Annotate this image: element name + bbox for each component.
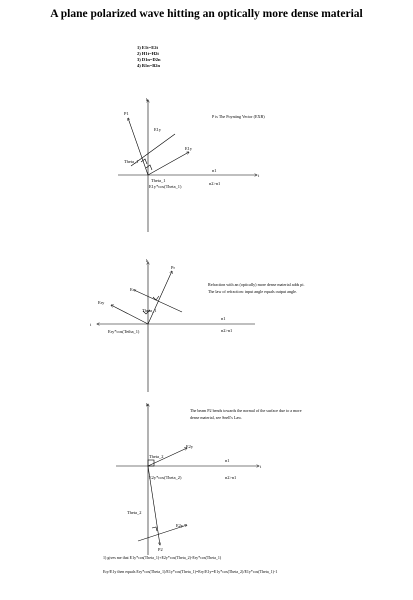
d2-ery-left-vector [111,305,149,325]
d2-right-angle-marker-2 [142,309,151,315]
d1-poynting-note: P is The Poynting Vector (EXB) [212,114,265,119]
d1-p1-ray [128,118,149,176]
d3-n1-label: n1 [225,458,229,463]
d3-right-angle-marker-2 [151,526,158,532]
boundary-condition-1: 1) E1t=E2t [137,45,158,50]
d3-axis-z-label: k [146,402,149,407]
d2-pr-ray [147,271,172,325]
d1-projection-label: E1y*cos(Theta_1) [149,184,182,189]
d1-n1-label: n1 [212,168,216,173]
boundary-condition-4: 4) B1n=B2n [137,63,160,68]
diagram-2 [97,262,255,392]
d2-note-line1: Refraction with an (optically) more dens… [208,282,305,287]
d2-right-angle-marker [152,295,160,301]
footer-line1: 1) gives me that E1y*cos(Theta_1)+E2y*co… [103,555,222,560]
d2-note-line2: The law of refraction: input angle equal… [208,289,297,294]
d3-n2n1-label: n2>n1 [225,475,236,480]
d3-e2y-bottom-vector [137,525,187,542]
d1-p1-label: P1 [124,111,129,116]
d3-e2y-bottom-label: E2y [176,523,184,528]
d1-e1y-line [130,133,176,167]
d2-axis-z-label: k [146,258,149,263]
d1-e1y-right-label: E1y [185,146,193,151]
d2-n1-label: n1 [221,316,225,321]
d2-axis-x-label: i [90,322,92,327]
d3-projection-label: E2y*cos(Theta_2) [149,475,182,480]
d1-theta-lower-label: Theta_1 [151,178,165,183]
boundary-condition-3: 3) D1n=D2n [137,57,161,62]
d3-theta-lower-label: Theta_2 [127,510,141,515]
footer-line2: Ery/E1y then equals Ery*cos(Theta_1)/E1y… [103,569,277,574]
d3-e2y-top-vector [147,448,187,467]
d1-right-angle-marker [140,158,148,165]
diagram-1 [118,100,257,232]
d2-n2n1-label: n2>n1 [221,328,232,333]
d2-ery-line [133,289,183,313]
d3-axis-x-label: i [260,464,262,469]
d3-note-line1: The beam P2 bends towards the normal of … [190,408,302,413]
boundary-condition-2: 2) H1t=H2t [137,51,159,56]
d1-e1y-top-label: E1y [154,127,162,132]
diagram-3 [116,404,259,555]
d2-theta-label: Theta_1 [142,308,156,313]
d2-pr-label: Pr [171,265,175,270]
d2-ery-left-label: Ery [98,300,105,305]
d1-n2n1-label: n2>n1 [209,181,220,186]
d1-axis-x-label: i [258,173,260,178]
d2-ery-top-label: Ery [130,287,137,292]
d3-theta-upper-label: Theta_2 [149,454,163,459]
boundary-conditions-list: 1) E1t=E2t 2) H1t=H2t 3) D1n=D2n 4) B1n=… [137,45,160,69]
d3-note-line2: dense material, see Snell's Law. [190,415,242,421]
d2-projection-label: Ery*cos(Tetha_1) [108,329,140,334]
d3-right-angle-marker [147,459,155,467]
d1-theta-upper-label: Theta_1 [124,159,138,164]
d1-right-angle-marker-2 [145,164,153,171]
d3-p2-ray [147,465,160,545]
d3-p2-label: P2 [158,547,163,552]
d1-e1y-right-vector [147,152,189,176]
page-title: A plane polarized wave hitting an optica… [50,8,363,20]
d3-e2y-top-label: E2y [186,444,194,449]
d1-axis-z-label: k [146,97,149,102]
